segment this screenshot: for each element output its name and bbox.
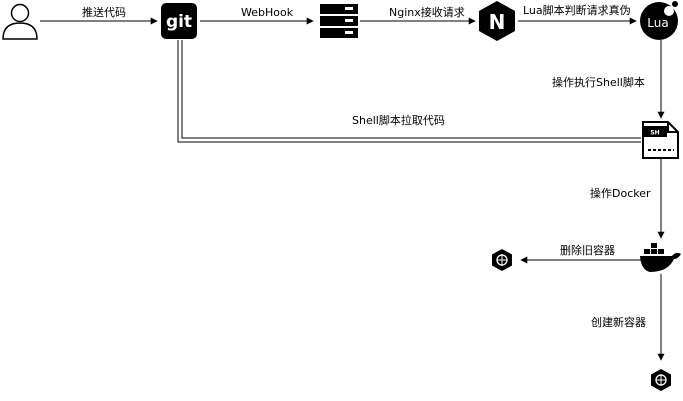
lua-icon: Lua xyxy=(640,1,678,40)
nginx-icon: N xyxy=(479,1,515,41)
label-docker-op: 操作Docker xyxy=(590,186,651,200)
label-pull-code: Shell脚本拉取代码 xyxy=(352,113,445,127)
nginx-icon-text: N xyxy=(489,10,506,34)
label-exec-shell: 操作执行Shell脚本 xyxy=(552,75,645,89)
git-icon-text: git xyxy=(166,12,192,32)
label-create-new: 创建新容器 xyxy=(591,315,646,329)
edge-pull-code xyxy=(177,40,641,143)
shell-script-icon: SH xyxy=(642,121,679,159)
lua-icon-text: Lua xyxy=(647,16,668,30)
shell-icon-text: SH xyxy=(650,130,659,137)
label-push: 推送代码 xyxy=(82,5,126,19)
label-webhook: WebHook xyxy=(241,6,294,19)
label-lua-check: Lua脚本判断请求真伪 xyxy=(523,3,631,17)
server-icon xyxy=(320,4,358,38)
user-icon xyxy=(2,3,38,40)
docker-icon xyxy=(640,243,681,272)
label-nginx-receive: Nginx接收请求 xyxy=(389,5,465,19)
label-remove-old: 删除旧容器 xyxy=(560,243,615,257)
container-icon-new xyxy=(651,369,671,391)
git-icon: git xyxy=(161,3,197,39)
container-icon-old xyxy=(492,249,512,271)
